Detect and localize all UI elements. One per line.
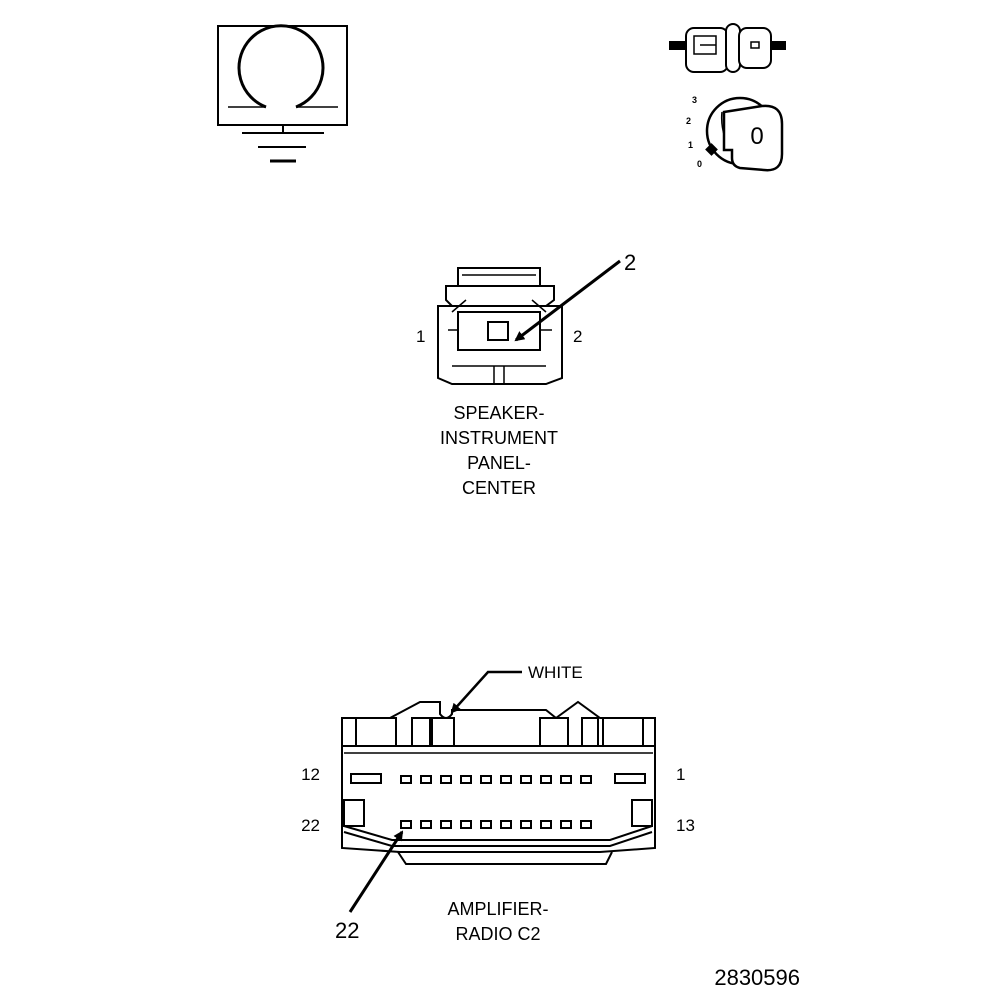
- speaker-connector-caption: SPEAKER- INSTRUMENT PANEL- CENTER: [440, 403, 558, 498]
- speaker-callout-arrow: [514, 259, 621, 342]
- speaker-callout-label: 2: [624, 250, 636, 275]
- amplifier-connector-caption: AMPLIFIER- RADIO C2: [447, 899, 548, 944]
- amplifier-connector-face: [341, 700, 656, 865]
- connector-color-label: WHITE: [528, 663, 583, 682]
- figure-id: 2830596: [714, 965, 800, 990]
- ignition-key-switch-icon: 0: [705, 96, 784, 172]
- caption-line: INSTRUMENT: [440, 428, 558, 448]
- amp-pin-callout-arrow: [348, 830, 404, 913]
- caption-line: SPEAKER-: [453, 403, 544, 423]
- color-callout-arrow: [450, 670, 522, 714]
- ignition-position-2: 2: [686, 116, 691, 126]
- ignition-position-0: 0: [697, 159, 702, 169]
- amp-pin-22-label: 22: [301, 816, 320, 835]
- amp-pin-13-label: 13: [676, 816, 695, 835]
- amp-pin-12-label: 12: [301, 765, 320, 784]
- speaker-with-ground-icon: [217, 24, 348, 163]
- caption-line: AMPLIFIER-: [447, 899, 548, 919]
- caption-line: RADIO C2: [455, 924, 540, 944]
- connector-side-view-icon: [669, 23, 786, 73]
- caption-line: CENTER: [462, 478, 536, 498]
- ignition-position-3: 3: [692, 95, 697, 105]
- bottom-row-cavities: [400, 820, 592, 829]
- amp-pin-1-label: 1: [676, 765, 685, 784]
- speaker-pin-2-label: 2: [573, 327, 582, 346]
- speaker-pin-1-label: 1: [416, 327, 425, 346]
- amp-pin-callout-label: 22: [335, 918, 359, 943]
- ignition-position-1: 1: [688, 140, 693, 150]
- top-row-cavities: [400, 775, 592, 784]
- ignition-key-label: 0: [750, 123, 763, 150]
- speaker-connector-face: [437, 267, 563, 385]
- caption-line: PANEL-: [467, 453, 531, 473]
